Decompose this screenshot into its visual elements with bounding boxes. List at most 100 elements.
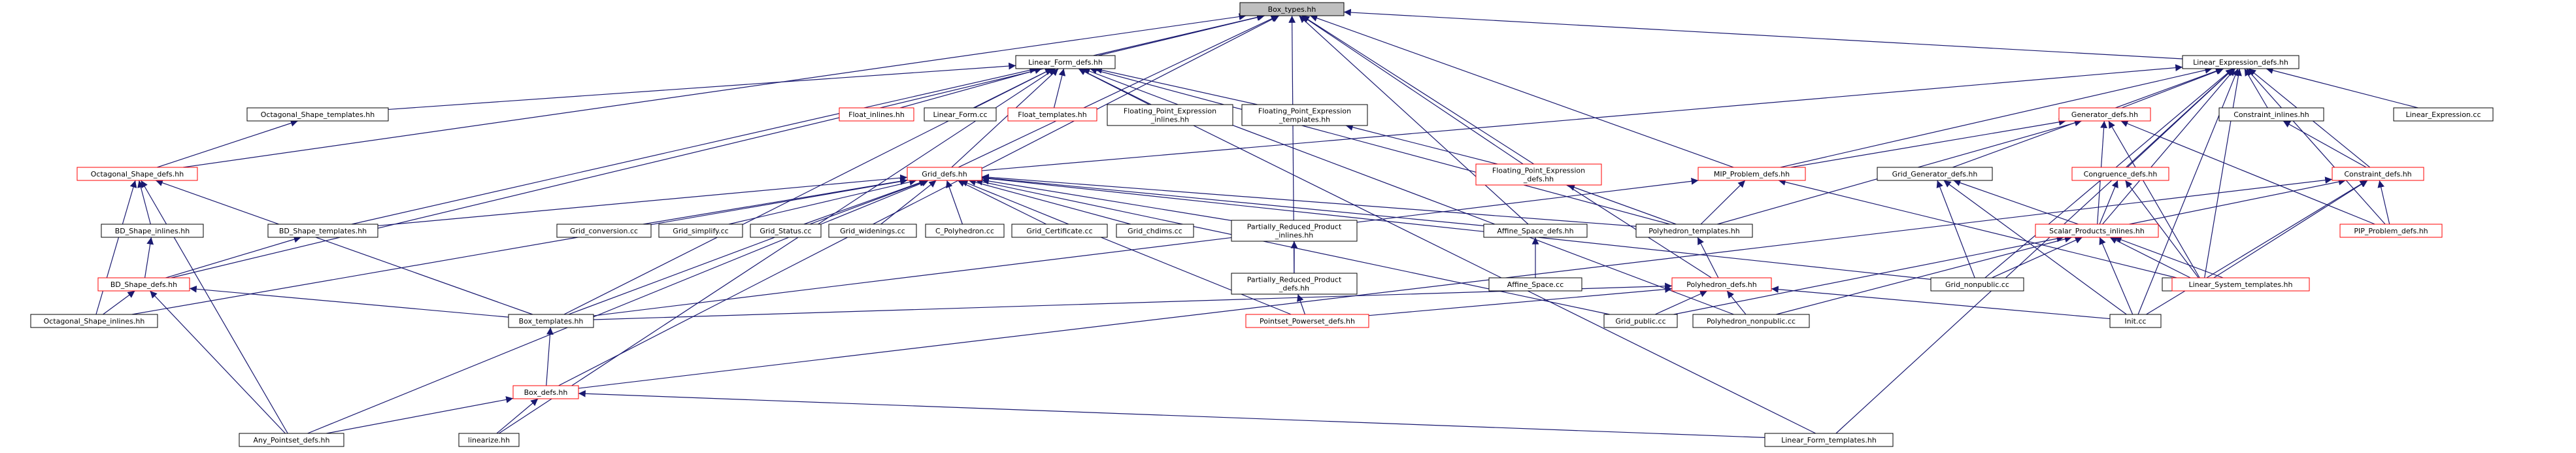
node-grid_generator_defs[interactable]: Grid_Generator_defs.hh	[1877, 167, 1993, 181]
node-box	[1107, 104, 1233, 126]
node-constraint_inlines[interactable]: Constraint_inlines.hh	[2218, 107, 2324, 122]
edge-linear_system_templates-to-scalar_products_inlines	[2114, 236, 2224, 278]
node-octagonal_shape_templates[interactable]: Octagonal_Shape_templates.hh	[246, 107, 389, 122]
node-prp_defs[interactable]: Partially_Reduced_Product_defs.hh	[1231, 273, 1358, 295]
node-linear_form_templates[interactable]: Linear_Form_templates.hh	[1764, 433, 1894, 447]
node-fpe_inlines[interactable]: Floating_Point_Expression_inlines.hh	[1107, 104, 1233, 126]
edge-grid_defs-to-linear_form_defs	[951, 68, 1059, 168]
edge-grid_public-to-scalar_products_inlines	[1673, 235, 2064, 315]
node-grid_defs[interactable]: Grid_defs.hh	[907, 167, 982, 181]
node-affine_space_cc[interactable]: Affine_Space.cc	[1488, 277, 1582, 292]
node-box	[1692, 314, 1810, 328]
edge-linearize-to-linear_form_defs	[498, 68, 1056, 434]
node-c_polyhedron[interactable]: C_Polyhedron.cc	[925, 224, 1005, 238]
edge-mip_problem_cc-to-congruence_defs	[2125, 180, 2199, 278]
edge-grid_nonpublic-to-grid_generator_defs	[1936, 180, 1975, 278]
node-label: BD_Shape_templates.hh	[279, 227, 367, 235]
node-grid_certificate[interactable]: Grid_Certificate.cc	[1011, 224, 1108, 238]
node-bd_shape_inlines[interactable]: BD_Shape_inlines.hh	[101, 224, 204, 238]
node-label: Float_templates.hh	[1018, 110, 1087, 119]
edge-grid_conversion-to-grid_defs	[643, 177, 908, 225]
node-grid_simplify[interactable]: Grid_simplify.cc	[658, 224, 743, 238]
node-label: BD_Shape_inlines.hh	[115, 227, 190, 235]
node-label: Polyhedron_nonpublic.cc	[1707, 317, 1796, 326]
node-pointset_powerset_defs[interactable]: Pointset_Powerset_defs.hh	[1245, 314, 1369, 328]
node-congruence_defs[interactable]: Congruence_defs.hh	[2071, 167, 2169, 181]
node-fpe_templates[interactable]: Floating_Point_Expression_templates.hh	[1241, 104, 1368, 126]
node-mip_problem_defs[interactable]: MIP_Problem_defs.hh	[1698, 167, 1806, 181]
node-linear_expression_defs[interactable]: Linear_Expression_defs.hh	[2182, 55, 2300, 69]
node-box	[1011, 224, 1108, 238]
node-grid_nonpublic[interactable]: Grid_nonpublic.cc	[1930, 277, 2024, 292]
node-label: Constraint_defs.hh	[2344, 170, 2411, 178]
node-label: Grid_conversion.cc	[570, 227, 638, 235]
node-scalar_products_inlines[interactable]: Scalar_Products_inlines.hh	[2035, 224, 2159, 238]
node-label: Box_types.hh	[1268, 5, 1316, 14]
node-linear_system_templates[interactable]: Linear_System_templates.hh	[2171, 277, 2310, 292]
edge-polyhedron_templates-to-fpe_defs	[1567, 184, 1677, 225]
node-float_inlines[interactable]: Float_inlines.hh	[839, 107, 914, 122]
node-box	[907, 167, 982, 181]
edge-c_polyhedron-to-grid_defs	[946, 180, 963, 225]
edge-octagonal_shape_inlines-to-bd_shape_defs	[103, 290, 135, 315]
node-box	[1488, 277, 1582, 292]
node-any_pointset_defs[interactable]: Any_Pointset_defs.hh	[239, 433, 344, 447]
node-bd_shape_templates[interactable]: BD_Shape_templates.hh	[267, 224, 378, 238]
node-octagonal_shape_inlines[interactable]: Octagonal_Shape_inlines.hh	[30, 314, 158, 328]
node-linearize[interactable]: linearize.hh	[458, 433, 520, 447]
node-label: _defs.hh	[1279, 284, 1309, 293]
edge-mip_problem_cc-to-generator_defs	[2108, 120, 2200, 278]
node-fpe_defs[interactable]: Floating_Point_Expression_defs.hh	[1475, 163, 1602, 186]
node-label: _inlines.hh	[1275, 231, 1314, 240]
edge-box_templates-to-grid_defs	[568, 179, 928, 315]
node-linear_form_defs[interactable]: Linear_Form_defs.hh	[1015, 55, 1116, 69]
node-affine_space_defs[interactable]: Affine_Space_defs.hh	[1483, 224, 1588, 238]
edge-bd_shape_defs-to-box_types	[171, 14, 1265, 278]
node-box_templates[interactable]: Box_templates.hh	[508, 314, 594, 328]
edge-fpe_defs-to-box_types	[1301, 15, 1524, 165]
node-box_types[interactable]: Box_types.hh	[1239, 2, 1345, 16]
node-box	[508, 314, 594, 328]
node-init_cc[interactable]: Init.cc	[2109, 314, 2162, 328]
node-polyhedron_templates[interactable]: Polyhedron_templates.hh	[1635, 224, 1753, 238]
edge-mip_problem_defs-to-box_types	[1310, 14, 1734, 168]
edge-mip_problem_defs-to-linear_expression_defs	[1780, 67, 2213, 168]
edge-box_defs-to-box_templates	[546, 327, 554, 386]
node-box	[2339, 224, 2443, 238]
node-grid_conversion[interactable]: Grid_conversion.cc	[556, 224, 652, 238]
edge-grid_status-to-grid_defs	[803, 179, 927, 225]
node-generator_defs[interactable]: Generator_defs.hh	[2058, 107, 2151, 122]
node-label: Grid_widenings.cc	[840, 227, 905, 235]
node-linear_form_cc[interactable]: Linear_Form.cc	[924, 107, 997, 122]
node-box	[1231, 220, 1358, 242]
node-polyhedron_nonpublic[interactable]: Polyhedron_nonpublic.cc	[1692, 314, 1810, 328]
node-label: _templates.hh	[1279, 116, 1330, 124]
node-box_defs[interactable]: Box_defs.hh	[512, 385, 579, 399]
node-grid_chdims[interactable]: Grid_chdims.cc	[1116, 224, 1194, 238]
node-bd_shape_defs[interactable]: BD_Shape_defs.hh	[97, 277, 190, 292]
edge-box_defs-to-constraint_defs	[578, 176, 2333, 389]
node-label: Polyhedron_templates.hh	[1648, 227, 1740, 235]
node-polyhedron_defs[interactable]: Polyhedron_defs.hh	[1671, 277, 1772, 292]
node-octagonal_shape_defs[interactable]: Octagonal_Shape_defs.hh	[76, 167, 198, 181]
edge-bd_shape_inlines-to-octagonal_shape_defs	[137, 180, 151, 225]
node-grid_widenings[interactable]: Grid_widenings.cc	[828, 224, 917, 238]
node-grid_public[interactable]: Grid_public.cc	[1603, 314, 1678, 328]
node-label: Pointset_Powerset_defs.hh	[1260, 317, 1355, 326]
node-box	[1241, 104, 1368, 126]
node-grid_status[interactable]: Grid_Status.cc	[750, 224, 822, 238]
edge-any_pointset_defs-to-box_defs	[326, 396, 514, 434]
node-box	[1635, 224, 1753, 238]
edge-box_templates-to-mip_problem_defs	[593, 177, 1699, 316]
node-constraint_defs[interactable]: Constraint_defs.hh	[2332, 167, 2424, 181]
node-pip_problem_defs[interactable]: PIP_Problem_defs.hh	[2339, 224, 2443, 238]
edge-polyhedron_templates-to-mip_problem_defs	[1700, 180, 1746, 225]
edge-grid_nonpublic-to-scalar_products_inlines	[1992, 237, 2083, 278]
node-label: Floating_Point_Expression	[1258, 107, 1351, 116]
node-label: Grid_simplify.cc	[673, 227, 728, 235]
node-float_templates[interactable]: Float_templates.hh	[1007, 107, 1097, 122]
node-linear_expression_cc[interactable]: Linear_Expression.cc	[2393, 107, 2494, 122]
node-prp_inlines[interactable]: Partially_Reduced_Product_inlines.hh	[1231, 220, 1358, 242]
edge-bd_shape_templates-to-linear_form_defs	[351, 67, 1037, 225]
